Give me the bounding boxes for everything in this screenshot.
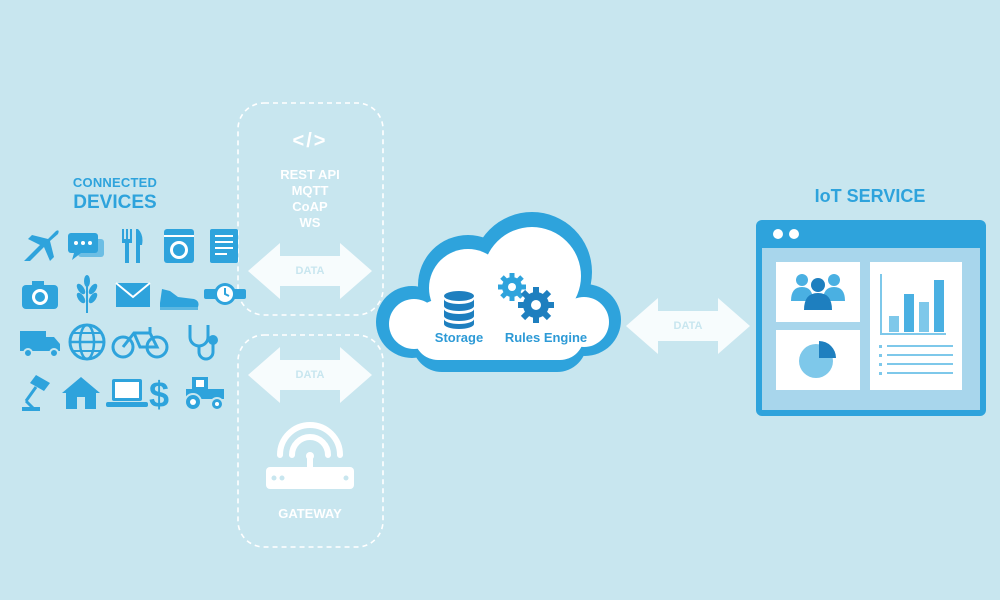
user-main-icon — [804, 278, 832, 310]
airplane-icon — [18, 225, 64, 267]
svg-text:$: $ — [149, 374, 169, 413]
wheat-icon — [64, 273, 110, 315]
dollar-icon: $ — [144, 371, 174, 415]
truck-icon — [18, 321, 64, 363]
bicycle-icon — [110, 321, 172, 363]
washing-machine-icon — [156, 225, 202, 267]
globe-icon — [64, 321, 110, 363]
envelope-icon — [110, 273, 156, 315]
protocol-mqtt: MQTT — [291, 183, 329, 198]
iot-service-window — [756, 220, 986, 416]
database-icon — [444, 291, 474, 329]
camera-icon — [18, 273, 64, 315]
pie-chart-icon — [799, 341, 836, 378]
tractor-icon — [178, 371, 228, 413]
top-arrow-label: DATA — [295, 265, 325, 277]
protocols-dashed-box — [237, 102, 384, 316]
bottom-arrow-label: DATA — [295, 369, 325, 381]
desk-lamp-icon — [18, 371, 64, 413]
document-icon — [202, 225, 248, 267]
bottom-data-arrow — [248, 347, 372, 403]
wristwatch-icon — [202, 273, 248, 315]
iot-service-title: IoT SERVICE — [814, 186, 926, 206]
list-lines-icon — [879, 345, 953, 375]
protocol-ws: WS — [299, 215, 321, 230]
gateway-dashed-box — [237, 334, 384, 548]
rules-engine-label: Rules Engine — [504, 330, 588, 345]
protocol-coap: CoAP — [292, 199, 328, 214]
connected-devices-title: CONNECTED DEVICES — [30, 175, 200, 214]
sneaker-icon — [156, 273, 202, 315]
code-icon: </> — [292, 130, 328, 152]
protocol-rest-api: REST API — [280, 167, 340, 182]
bar-chart-icon — [880, 274, 946, 335]
stethoscope-icon — [180, 321, 226, 363]
gears-icon — [498, 273, 554, 323]
cloud-shape — [376, 212, 621, 372]
router-icon — [266, 422, 354, 489]
laptop-icon — [104, 371, 150, 413]
right-data-arrow — [626, 298, 750, 354]
protocols-block: </> REST API MQTT CoAP WS — [240, 130, 380, 231]
fork-knife-icon — [110, 225, 156, 267]
chat-bubbles-icon — [64, 225, 110, 267]
device-icons-grid: $ — [18, 225, 246, 415]
right-arrow-label: DATA — [673, 320, 703, 332]
top-data-arrow — [248, 243, 372, 299]
devices-title-small: CONNECTED — [72, 175, 158, 190]
gateway-label: GATEWAY — [278, 506, 342, 521]
storage-label: Storage — [434, 330, 484, 345]
house-icon — [58, 371, 104, 413]
devices-title-big: DEVICES — [73, 192, 157, 213]
